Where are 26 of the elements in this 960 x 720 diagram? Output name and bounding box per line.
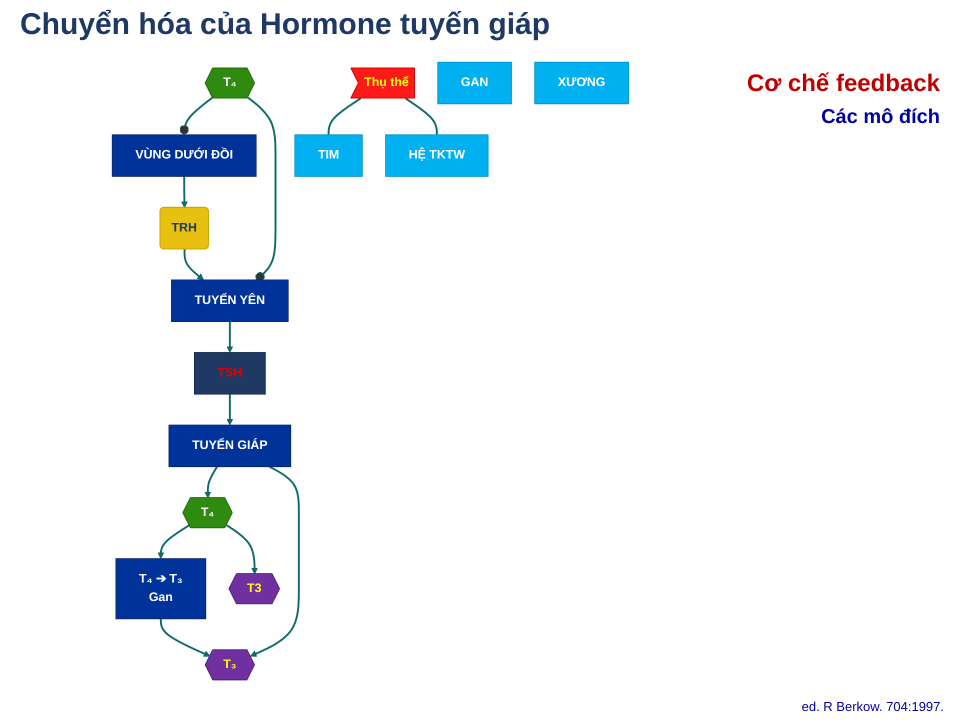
node-box: XƯƠNG (534, 62, 629, 104)
caption: ed. R Berkow. 704:1997. (802, 699, 944, 714)
arrow (226, 524, 258, 574)
node-box: TSH (194, 352, 266, 395)
node-box: TIM (294, 134, 362, 177)
connector (179, 96, 213, 135)
group-heading: Các mô đích (821, 106, 940, 129)
arrow (250, 466, 300, 657)
arrow (157, 524, 190, 559)
title: Chuyển hóa của Hormone tuyến giáp (20, 8, 550, 42)
node-box: TUYẾN GIÁP (168, 424, 291, 468)
arrow (204, 466, 218, 498)
node-box: T₄ ➔ T₃ Gan (115, 558, 206, 620)
arrow (183, 249, 204, 280)
connector (246, 96, 276, 282)
subtitle: Cơ chế feedback (746, 70, 940, 98)
arrow (226, 322, 233, 353)
arrow (226, 394, 233, 426)
connector (327, 98, 361, 135)
node-box: TUYẾN YÊN (170, 280, 288, 322)
node-box: HỆ TKTW (384, 134, 488, 177)
node-box: GAN (436, 62, 512, 104)
arrow (159, 618, 210, 657)
connector (404, 98, 438, 135)
node-box: VÙNG DƯỚI ĐỒI (111, 134, 256, 177)
arrow (180, 176, 188, 208)
